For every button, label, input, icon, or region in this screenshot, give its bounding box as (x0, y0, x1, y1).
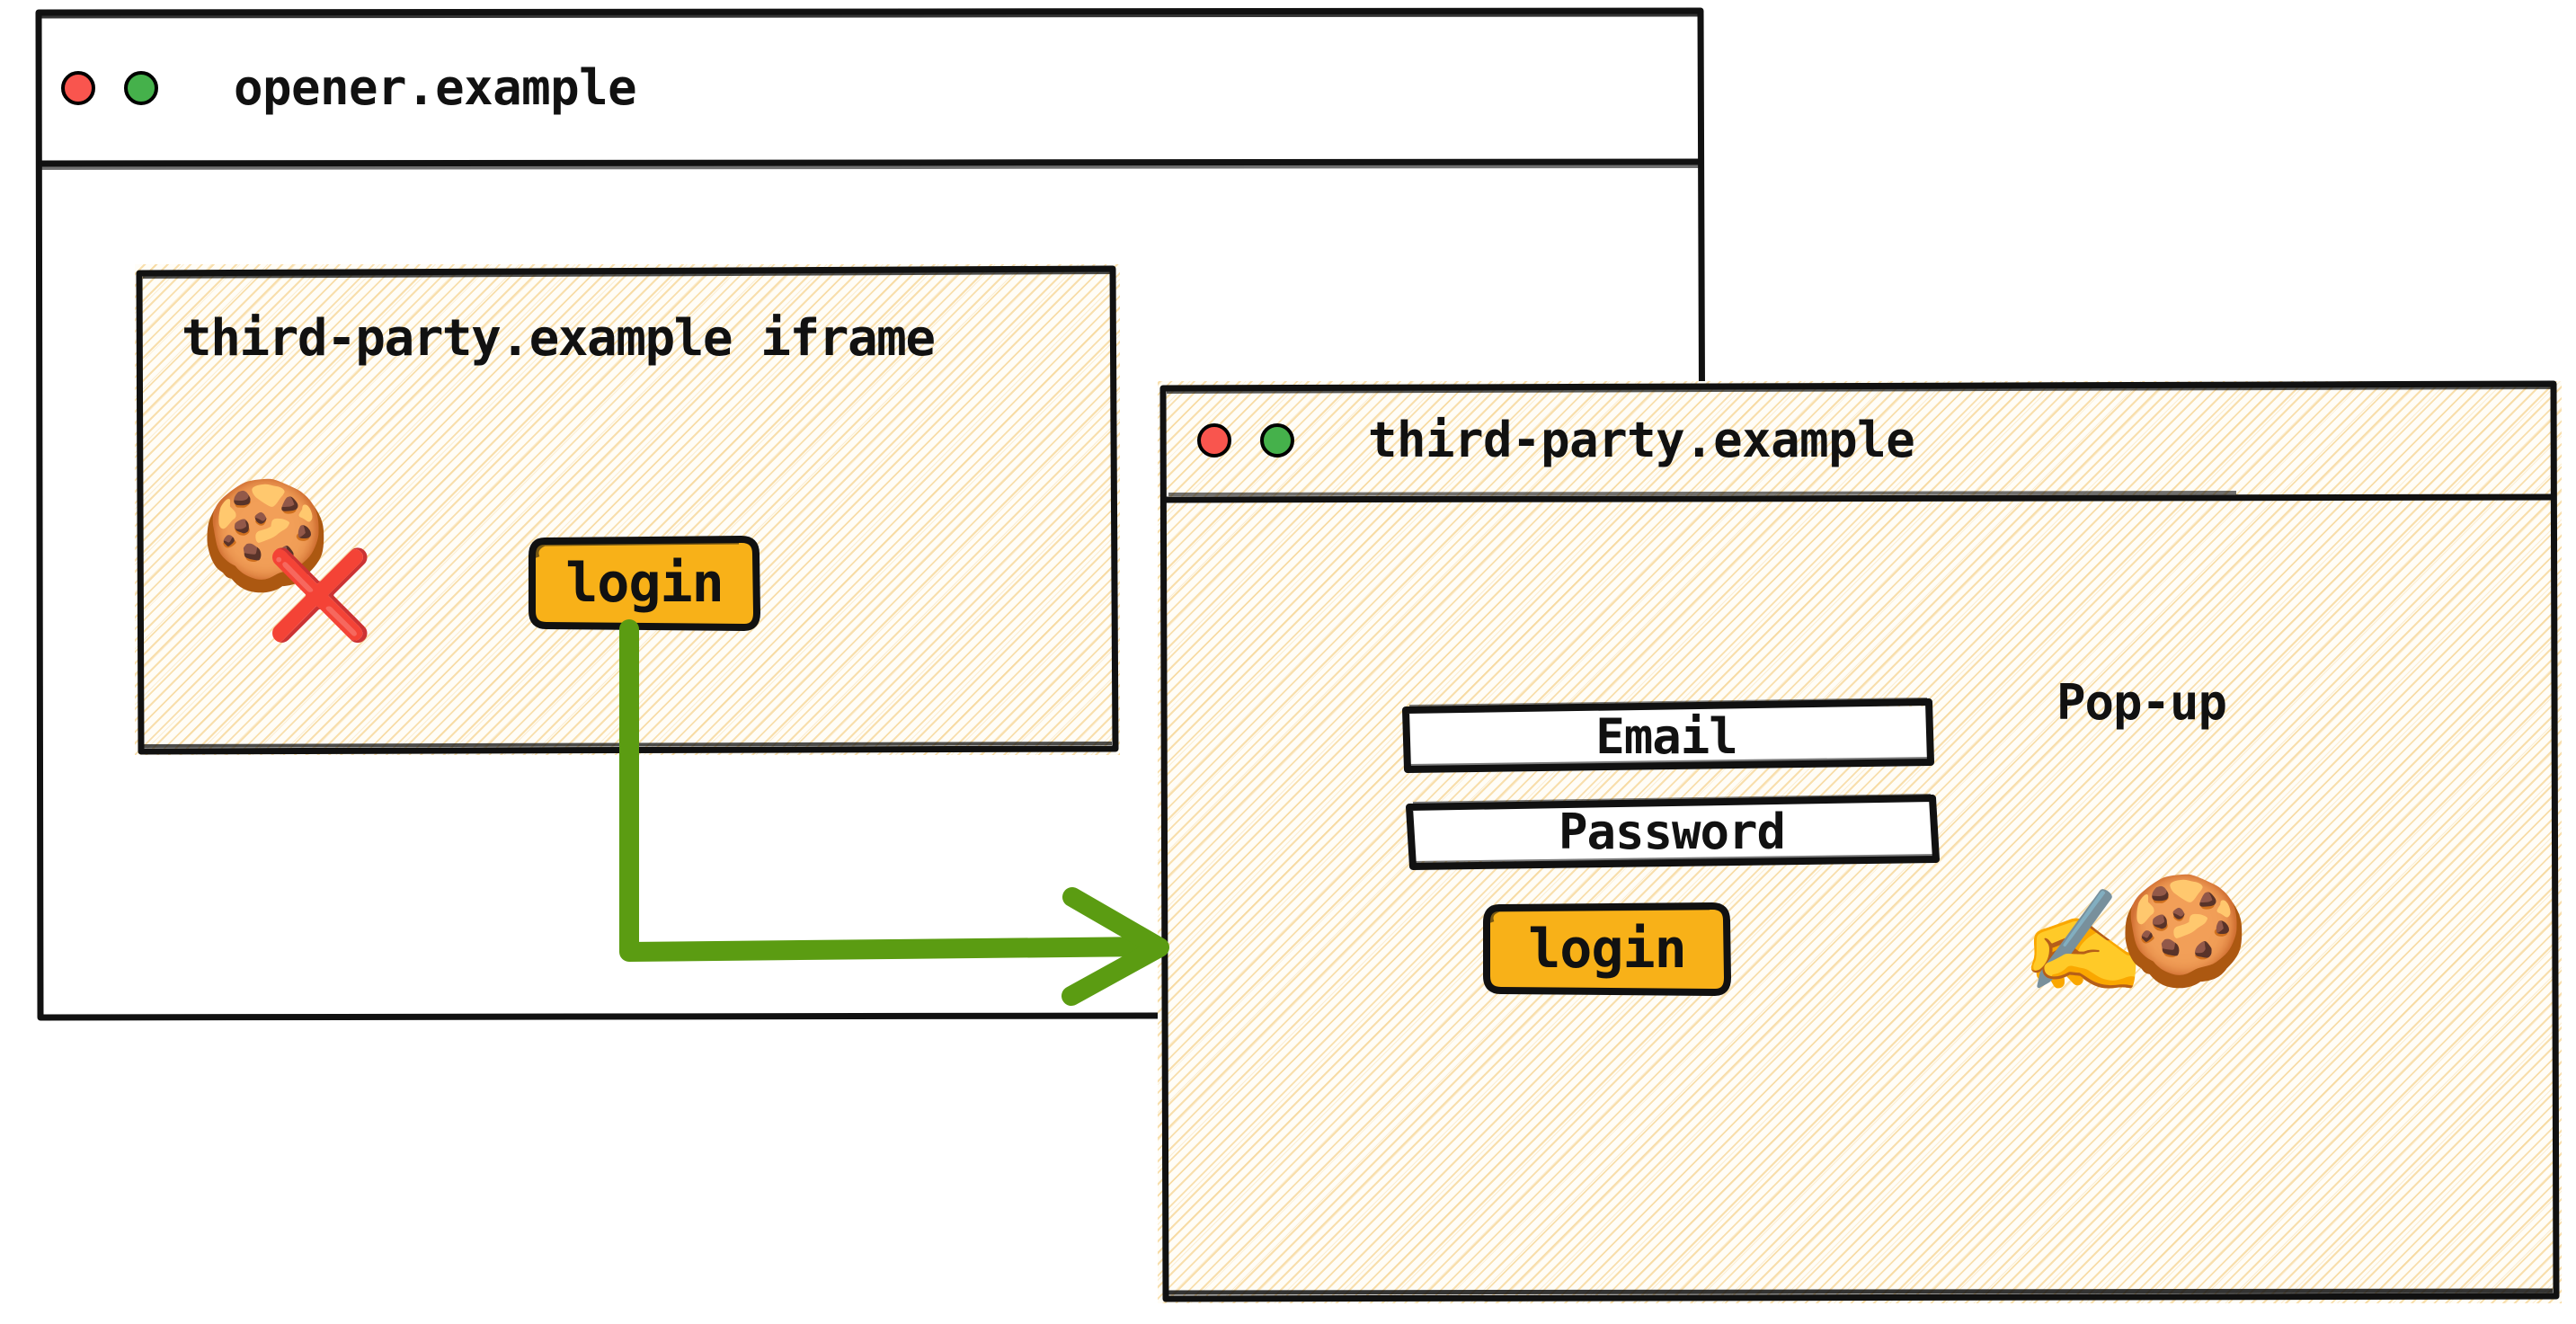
popup-titlebar: third-party.example (1158, 381, 2576, 498)
maximize-dot[interactable] (1260, 423, 1294, 458)
opener-window-title: opener.example (234, 58, 637, 116)
opener-titlebar: opener.example (22, 9, 1751, 164)
email-field[interactable]: Email (1402, 698, 1934, 773)
iframe-title-label: third-party.example iframe (182, 309, 936, 368)
popup-browser-window: third-party.example Pop-up Email Passwor… (1158, 380, 2562, 1303)
iframe-login-button-label: login (565, 552, 724, 615)
password-field[interactable]: Password (1406, 794, 1940, 870)
popup-window-title: third-party.example (1368, 411, 1915, 468)
password-field-value: Password (1558, 803, 1786, 860)
popup-login-button-label: login (1528, 918, 1687, 981)
popup-login-button[interactable]: login (1483, 902, 1731, 996)
cookie-icon: 🍪 (2118, 868, 2250, 992)
close-dot[interactable] (1197, 423, 1231, 458)
close-dot[interactable] (61, 71, 95, 105)
third-party-iframe: third-party.example iframe 🍪 ❌ login (135, 264, 1120, 755)
email-field-value: Email (1595, 707, 1738, 765)
iframe-login-button[interactable]: login (529, 536, 760, 631)
popup-annotation-label: Pop-up (2056, 674, 2227, 731)
maximize-dot[interactable] (124, 71, 158, 105)
cross-mark-icon: ❌ (266, 545, 374, 645)
